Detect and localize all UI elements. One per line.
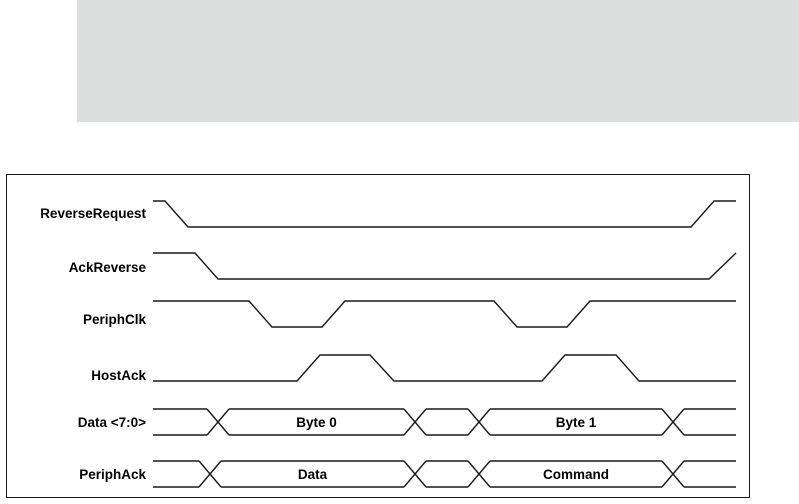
bus-value-label: Data xyxy=(298,467,328,482)
signal-label-data-7-0: Data <7:0> xyxy=(78,415,146,430)
signal-row-reverserequest: ReverseRequest xyxy=(40,200,736,228)
signal-row-hostack: HostAck xyxy=(91,354,736,383)
gray-banner xyxy=(77,0,799,122)
timing-diagram-canvas: ReverseRequestAckReversePeriphClkHostAck… xyxy=(40,200,737,488)
bus-value-label: Byte 1 xyxy=(556,415,597,430)
bus-value-label: Byte 0 xyxy=(296,415,337,430)
signal-waveform xyxy=(153,354,736,382)
signal-label-reverserequest: ReverseRequest xyxy=(40,206,146,221)
signal-row-ackreverse: AckReverse xyxy=(69,252,737,280)
bus-crossing xyxy=(661,460,685,488)
signal-waveform xyxy=(153,252,737,280)
signal-waveform xyxy=(153,300,736,328)
bus-crossing xyxy=(467,460,491,488)
bus-crossing xyxy=(661,408,685,436)
signal-row-periphclk: PeriphClk xyxy=(83,300,736,328)
signal-row-data-7-0: Data <7:0> Byte 0 Byte 1 xyxy=(78,408,736,436)
bus-value-label: Command xyxy=(543,467,609,482)
signal-label-hostack: HostAck xyxy=(91,368,146,383)
signal-waveform xyxy=(153,200,736,228)
bus-crossing xyxy=(467,408,491,436)
bus-crossing xyxy=(403,460,427,488)
signal-row-periphack: PeriphAck Data Command xyxy=(79,460,736,488)
bus-crossing xyxy=(198,460,222,488)
signal-label-periphclk: PeriphClk xyxy=(83,312,147,327)
bus-crossing xyxy=(403,408,427,436)
signal-label-periphack: PeriphAck xyxy=(79,467,146,482)
signal-label-ackreverse: AckReverse xyxy=(69,260,147,275)
bus-crossing xyxy=(206,408,230,436)
